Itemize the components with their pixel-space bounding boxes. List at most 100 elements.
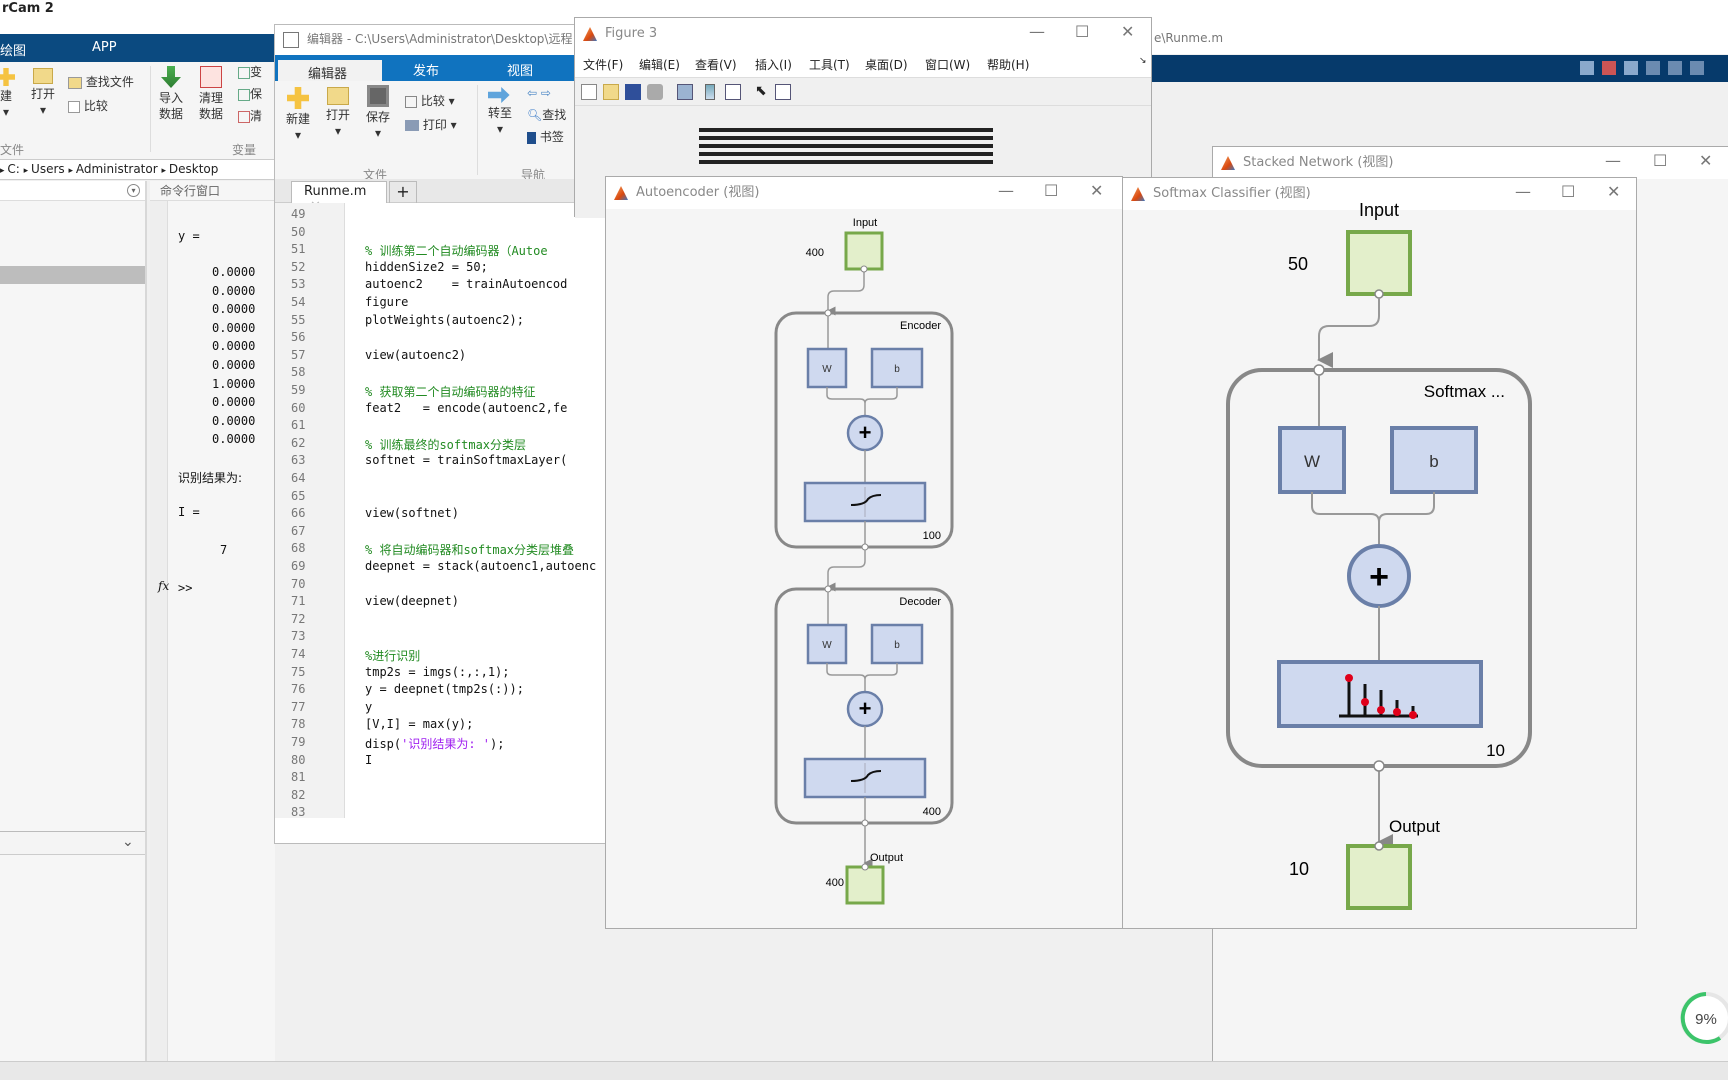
code-line[interactable]: y xyxy=(365,699,373,714)
code-line[interactable]: deepnet = stack(autoenc1,autoenc xyxy=(365,559,597,573)
selected-file-row[interactable] xyxy=(0,266,145,284)
menu-help[interactable]: 帮助(H) xyxy=(987,58,1030,72)
code-line[interactable]: [V,I] = max(y); xyxy=(365,717,474,732)
menu-file[interactable]: 文件(F) xyxy=(583,58,624,72)
menu-window[interactable]: 窗口(W) xyxy=(925,58,971,72)
crumb-administrator[interactable]: Administrator xyxy=(75,162,158,176)
open-file-icon[interactable] xyxy=(603,84,619,100)
minimize-button[interactable]: — xyxy=(1605,151,1621,170)
redo-icon[interactable] xyxy=(1690,61,1704,75)
editor-compare-button[interactable]: 比较 ▾ xyxy=(405,93,455,109)
paste-icon[interactable] xyxy=(1646,61,1660,75)
close-button[interactable]: ✕ xyxy=(1121,22,1135,41)
code-line[interactable]: view(autoenc2) xyxy=(365,347,467,362)
tab-view[interactable]: 视图 xyxy=(507,64,534,79)
save-workspace-button[interactable]: 保 xyxy=(238,86,262,102)
minimize-button[interactable]: — xyxy=(1029,22,1045,41)
code-line[interactable]: % 将自动编码器和softmax分类层堆叠 xyxy=(365,543,575,558)
save-figure-icon[interactable] xyxy=(625,84,641,100)
back-icon[interactable]: ⇦ ⇨ xyxy=(527,86,551,100)
import-data-button[interactable]: 导入数据 xyxy=(156,66,186,122)
goto-button[interactable]: 转至▾ xyxy=(485,87,515,137)
find-files-button[interactable]: 查找文件 xyxy=(68,74,134,90)
details-panel-header[interactable]: ⌄ xyxy=(0,831,145,855)
input-node[interactable] xyxy=(844,231,884,271)
code-line[interactable]: disp('识别结果为: '); xyxy=(365,737,505,751)
minimize-button[interactable]: — xyxy=(998,181,1014,200)
code-line[interactable]: y = deepnet(tmp2s(:)); xyxy=(365,682,524,697)
compare-button[interactable]: 比较 xyxy=(68,98,108,114)
code-line[interactable]: I xyxy=(365,752,373,767)
crumb-c[interactable]: C: xyxy=(7,162,20,176)
maximize-button[interactable]: ☐ xyxy=(1044,181,1059,200)
maximize-button[interactable]: ☐ xyxy=(1561,182,1576,201)
menu-insert[interactable]: 插入(I) xyxy=(755,58,792,72)
pointer-icon[interactable]: ⬉ xyxy=(755,83,767,99)
code-line[interactable]: tmp2s = imgs(:,:,1); xyxy=(365,664,510,679)
close-button[interactable]: ✕ xyxy=(1699,151,1713,170)
colorbar-icon[interactable] xyxy=(705,84,715,100)
code-line[interactable]: % 训练最终的softmax分类层 xyxy=(365,437,527,452)
editor-open-button[interactable]: 打开▾ xyxy=(323,87,353,139)
close-button[interactable]: ✕ xyxy=(1607,182,1621,201)
code-line[interactable]: view(deepnet) xyxy=(365,594,459,609)
decoder-bias-node[interactable] xyxy=(870,623,924,665)
code-line[interactable]: softnet = trainSoftmaxLayer( xyxy=(365,453,568,468)
tab-editor[interactable]: 编辑器 xyxy=(278,60,382,83)
code-line[interactable]: %进行识别 xyxy=(365,649,421,663)
file-tab-runme[interactable]: Runme.m ✕ xyxy=(291,181,387,214)
menu-view[interactable]: 查看(V) xyxy=(695,58,737,72)
menu-desktop[interactable]: 桌面(D) xyxy=(865,58,908,72)
crumb-desktop[interactable]: Desktop xyxy=(168,162,219,176)
editor-save-button[interactable]: 保存▾ xyxy=(363,85,393,141)
dock-arrow-icon[interactable]: ↘ xyxy=(1139,56,1147,66)
maximize-button[interactable]: ☐ xyxy=(1075,22,1090,41)
code-line[interactable]: view(softnet) xyxy=(365,506,459,521)
chevron-down-icon[interactable]: ⌄ xyxy=(122,834,134,850)
copy-icon[interactable] xyxy=(1624,61,1638,75)
tab-apps[interactable]: APP xyxy=(92,40,117,55)
new-button[interactable]: 建▾ xyxy=(0,68,18,120)
code-line[interactable]: hiddenSize2 = 50; xyxy=(365,259,488,274)
property-editor-icon[interactable] xyxy=(775,84,791,100)
editor-new-button[interactable]: 新建▾ xyxy=(283,87,313,143)
close-button[interactable]: ✕ xyxy=(1090,181,1104,200)
code-line[interactable]: autoenc2 = trainAutoencod xyxy=(365,277,568,292)
save-icon[interactable] xyxy=(1580,61,1594,75)
crumb-users[interactable]: Users xyxy=(31,162,65,176)
undo-icon[interactable] xyxy=(1668,61,1682,75)
find-button[interactable]: 🔍︎查找 xyxy=(527,108,567,122)
fx-icon[interactable]: fx xyxy=(158,579,170,593)
bookmark-button[interactable]: 书签 xyxy=(527,129,564,145)
print-figure-icon[interactable] xyxy=(647,84,663,100)
add-tab-button[interactable]: + xyxy=(389,181,417,203)
minimize-button[interactable]: — xyxy=(1515,182,1531,201)
new-figure-icon[interactable] xyxy=(581,84,597,100)
panel-menu-icon[interactable]: ▾ xyxy=(127,184,140,197)
input-node[interactable] xyxy=(1346,230,1412,296)
open-button[interactable]: 打开▾ xyxy=(28,68,58,118)
encoder-weight-node[interactable] xyxy=(806,347,848,389)
code-line[interactable]: figure xyxy=(365,295,409,309)
new-variable-button[interactable]: 变 xyxy=(238,64,262,80)
code-line[interactable]: feat2 = encode(autoenc2,fe xyxy=(365,400,568,415)
clean-data-button[interactable]: 清理数据 xyxy=(196,66,226,122)
link-plot-icon[interactable] xyxy=(677,84,693,100)
code-line[interactable]: % 获取第二个自动编码器的特征 xyxy=(365,385,536,399)
code-line[interactable]: plotWeights(autoenc2); xyxy=(365,312,524,327)
legend-icon[interactable] xyxy=(725,84,741,100)
menu-edit[interactable]: 编辑(E) xyxy=(639,58,680,72)
encoder-bias-node[interactable] xyxy=(870,347,924,389)
clear-workspace-button[interactable]: 清 xyxy=(238,108,262,124)
command-prompt[interactable]: >> xyxy=(178,581,193,595)
tab-publish[interactable]: 发布 xyxy=(413,64,440,79)
tab-plots[interactable]: 绘图 xyxy=(0,44,27,59)
output-node[interactable] xyxy=(845,865,885,905)
output-node[interactable] xyxy=(1346,844,1412,910)
cut-icon[interactable] xyxy=(1602,61,1616,75)
maximize-button[interactable]: ☐ xyxy=(1653,151,1668,170)
menu-tools[interactable]: 工具(T) xyxy=(809,58,850,72)
editor-print-button[interactable]: 打印 ▾ xyxy=(405,117,457,133)
